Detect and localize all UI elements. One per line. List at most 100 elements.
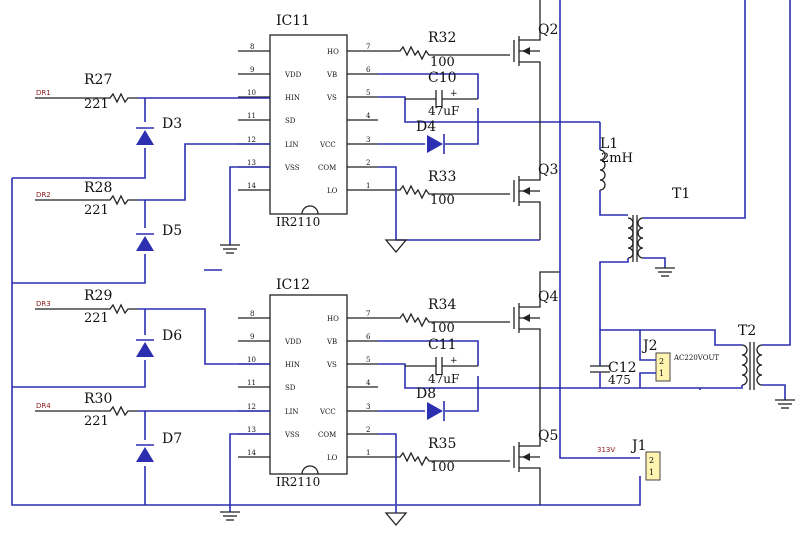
- resistor-r33: [378, 184, 510, 200]
- j1-pin-2: 2: [649, 456, 654, 465]
- ic12-pin-num-4: 4: [366, 379, 371, 387]
- mosfets: Q2 Q3 Q4 Q5: [513, 0, 641, 506]
- ic12-pin-vs: VS: [326, 361, 337, 369]
- ic12-outputs: R34 100 R35 100 + C11 47uF D8: [378, 297, 701, 527]
- diode-d8: [427, 401, 445, 421]
- label-l1: L1: [600, 136, 618, 152]
- ic11-pin-vs: VS: [326, 94, 337, 102]
- value-r30: 221: [84, 414, 109, 429]
- value-c12: 475: [608, 373, 631, 387]
- value-r35: 100: [430, 460, 455, 475]
- connector-j1: [645, 451, 661, 481]
- ic11-pin-lin: LIN: [285, 141, 299, 149]
- capacitor-c12: [590, 330, 610, 388]
- label-j2: J2: [641, 338, 658, 354]
- transistor-q5: Q5: [513, 388, 558, 505]
- ic11-pin-num-6: 6: [366, 66, 371, 74]
- j2-pin-2: 2: [659, 357, 664, 366]
- ic11-pin-num-5: 5: [366, 89, 370, 97]
- ic12-pin-num-11: 11: [247, 379, 256, 387]
- ic12-body: [269, 294, 348, 475]
- label-c10: C10: [428, 70, 457, 86]
- value-r33: 100: [430, 193, 455, 208]
- diode-d5: [136, 233, 154, 251]
- transistor-q3: Q3: [513, 122, 558, 240]
- label-d6: D6: [162, 328, 182, 344]
- ic12-pin-com: COM: [318, 431, 336, 439]
- label-q4: Q4: [538, 289, 558, 305]
- label-r30: R30: [84, 391, 112, 407]
- label-j1: J1: [630, 438, 647, 454]
- value-c11: 47uF: [428, 372, 459, 386]
- label-r35: R35: [428, 436, 456, 452]
- ic12-pin-num-1: 1: [366, 449, 370, 457]
- j1-pin-1: 1: [649, 468, 654, 477]
- ic12-pin-vdd: VDD: [284, 338, 302, 346]
- c11-plus: +: [450, 356, 458, 366]
- ic11-pin-num-13: 13: [247, 159, 256, 167]
- ic11-pin-sd: SD: [285, 117, 296, 125]
- resistor-r32: [378, 45, 510, 61]
- ic12-pin-vcc: VCC: [319, 408, 336, 416]
- diode-d7: [136, 444, 154, 462]
- output-stage: L1 2mH T1 C12 475 2 1 J2 AC220VO: [590, 0, 795, 481]
- resistor-r30: [80, 405, 138, 417]
- ic11-ref: IC11: [276, 13, 310, 29]
- ground-t2: [775, 399, 795, 409]
- value-r28: 221: [84, 203, 109, 218]
- ground-vss-bottom: [220, 511, 240, 521]
- value-l1: 2mH: [601, 151, 633, 166]
- ic11-pin-ho: HO: [327, 48, 339, 56]
- ic12-pin-num-13: 13: [247, 426, 256, 434]
- label-d8: D8: [416, 386, 436, 402]
- ground-com-top: [384, 239, 408, 254]
- ic11-pin-vss: VSS: [284, 164, 300, 172]
- ic11-body: [269, 34, 348, 215]
- ic11-pin-num-3: 3: [366, 136, 370, 144]
- ic11-pin-num-2: 2: [366, 159, 370, 167]
- ic12-pin-hin: HIN: [285, 361, 300, 369]
- net-dr4: DR4: [36, 402, 51, 410]
- value-r32: 100: [430, 55, 455, 70]
- ic11-pin-com: COM: [318, 164, 336, 172]
- ic12-pin-num-5: 5: [366, 356, 370, 364]
- transformer-t1: [627, 215, 644, 262]
- resistor-r35: [378, 451, 510, 467]
- label-c11: C11: [428, 337, 457, 353]
- transistor-q2: Q2: [513, 0, 558, 122]
- net-313v: 313V: [597, 446, 615, 454]
- label-r34: R34: [428, 297, 456, 313]
- ground-t1: [655, 267, 675, 277]
- ic12-pin-ho: HO: [327, 315, 339, 323]
- ground-vss-top: [220, 244, 240, 254]
- ground-com-bottom: [384, 512, 408, 527]
- j2-pin-1: 1: [659, 369, 664, 378]
- label-c12: C12: [608, 360, 637, 376]
- label-q5: Q5: [538, 428, 558, 444]
- value-r29: 221: [84, 311, 109, 326]
- ic11-pin-vb: VB: [326, 71, 337, 79]
- ic12-pin-vss: VSS: [284, 431, 300, 439]
- ic12-pin-lo: LO: [327, 454, 338, 462]
- ic11-pin-vcc: VCC: [319, 141, 336, 149]
- ic12-part: IR2110: [276, 475, 320, 489]
- resistor-r34: [378, 312, 510, 328]
- resistor-r29: [80, 303, 138, 315]
- ic11-pin-num-8: 8: [250, 43, 254, 51]
- ic11-pin-num-7: 7: [366, 43, 370, 51]
- resistor-r27: [80, 92, 138, 104]
- ic11-pin-num-1: 1: [366, 182, 370, 190]
- ic11-pin-num-4: 4: [366, 112, 371, 120]
- ic11-pin-num-12: 12: [247, 136, 256, 144]
- label-d4: D4: [416, 119, 436, 135]
- ic12-pin-num-8: 8: [250, 310, 254, 318]
- ic12-pin-sd: SD: [285, 384, 296, 392]
- net-dr3: DR3: [36, 300, 51, 308]
- ic12-ref: IC12: [276, 277, 310, 293]
- ic11-outputs: R32 100 R33 100 + C10 47uF D4: [378, 30, 600, 254]
- diode-d4: [427, 134, 445, 154]
- ic11-pin-vdd: VDD: [284, 71, 302, 79]
- ic12-pin-num-14: 14: [247, 449, 256, 457]
- ic12: IC12 IR2110 8 9 10 11 12 13 14 VDD HIN S…: [238, 277, 378, 489]
- label-t2: T2: [738, 323, 756, 339]
